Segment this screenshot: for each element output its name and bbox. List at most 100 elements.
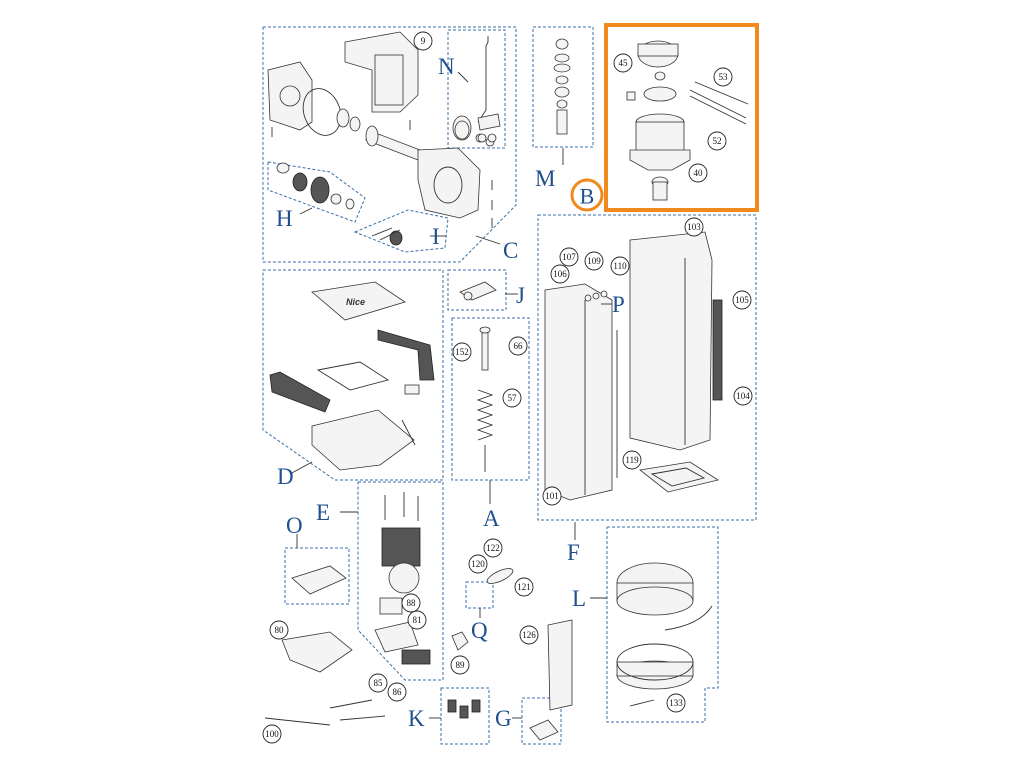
group-e-boundary <box>357 481 444 681</box>
group-d-parts: Nice <box>269 281 435 471</box>
group-letter-p: P <box>612 292 625 317</box>
callouts: 9 45 53 52 40 103 107 109 110 106 105 15… <box>262 31 753 744</box>
callout-119: 119 <box>622 450 642 470</box>
group-g-parts <box>529 719 559 741</box>
svg-text:103: 103 <box>687 222 701 232</box>
callout-80: 80 <box>269 620 289 640</box>
group-c-boundary <box>262 26 517 263</box>
group-l-parts <box>616 562 713 707</box>
callout-88: 88 <box>401 593 421 613</box>
callout-103: 103 <box>684 217 704 237</box>
cover-logo: Nice <box>346 297 365 307</box>
group-letter-d: D <box>277 464 294 489</box>
group-f-boundary <box>537 214 757 521</box>
svg-text:53: 53 <box>719 72 729 82</box>
group-l-boundary <box>606 526 719 723</box>
callout-53: 53 <box>713 67 733 87</box>
callout-121: 121 <box>514 577 534 597</box>
misc-lower-parts <box>264 568 573 726</box>
svg-text:66: 66 <box>514 341 524 351</box>
svg-text:101: 101 <box>545 491 559 501</box>
callout-106: 106 <box>550 264 570 284</box>
group-h-boundary <box>267 161 366 223</box>
group-letter-e: E <box>316 500 330 525</box>
svg-text:57: 57 <box>508 393 518 403</box>
svg-text:81: 81 <box>413 615 422 625</box>
group-letter-n: N <box>438 54 455 79</box>
svg-text:88: 88 <box>407 598 417 608</box>
group-e-parts <box>374 492 431 665</box>
callout-57: 57 <box>502 388 522 408</box>
svg-text:45: 45 <box>619 58 629 68</box>
group-a-boundary <box>451 317 530 481</box>
callout-86: 86 <box>387 682 407 702</box>
group-b-parts <box>626 40 749 201</box>
callout-100: 100 <box>262 724 282 744</box>
callout-101: 101 <box>542 486 562 506</box>
group-i-boundary <box>353 209 449 253</box>
group-m-boundary <box>532 26 594 148</box>
callout-110: 110 <box>610 256 630 276</box>
group-b-label[interactable]: B <box>570 178 604 212</box>
leader-lines <box>289 71 612 719</box>
svg-text:126: 126 <box>522 630 536 640</box>
svg-text:86: 86 <box>393 687 403 697</box>
callout-126: 126 <box>519 625 539 645</box>
svg-text:85: 85 <box>374 678 384 688</box>
callout-109: 109 <box>584 251 604 271</box>
group-letter-m: M <box>535 166 555 191</box>
svg-text:120: 120 <box>471 559 485 569</box>
group-j-boundary <box>447 269 507 311</box>
group-letter-k: K <box>408 706 425 731</box>
group-f-parts <box>544 231 723 501</box>
callout-152: 152 <box>452 342 472 362</box>
svg-text:121: 121 <box>517 582 531 592</box>
group-k-boundary <box>440 687 490 745</box>
svg-text:9: 9 <box>421 36 426 46</box>
group-letter-g: G <box>495 706 512 731</box>
group-b-letter: B <box>580 184 595 209</box>
group-letter-a: A <box>483 506 500 531</box>
callout-66: 66 <box>508 336 528 356</box>
svg-text:109: 109 <box>587 256 601 266</box>
svg-text:52: 52 <box>713 136 722 146</box>
group-letter-f: F <box>567 540 580 565</box>
callout-89: 89 <box>450 655 470 675</box>
group-letter-l: L <box>572 586 586 611</box>
callout-120: 120 <box>468 554 488 574</box>
group-letter-c: C <box>503 238 518 263</box>
callout-45: 45 <box>613 53 633 73</box>
group-d-boundary <box>262 269 444 481</box>
svg-text:80: 80 <box>275 625 285 635</box>
svg-text:89: 89 <box>456 660 466 670</box>
group-letter-h: H <box>276 206 293 231</box>
callout-104: 104 <box>733 386 753 406</box>
svg-text:100: 100 <box>265 729 279 739</box>
svg-text:122: 122 <box>486 543 500 553</box>
callout-122: 122 <box>483 538 503 558</box>
callout-52: 52 <box>707 131 727 151</box>
group-o-boundary <box>284 547 350 605</box>
callout-81: 81 <box>407 610 427 630</box>
callout-107: 107 <box>559 247 579 267</box>
callout-9: 9 <box>413 31 433 51</box>
group-b-highlight[interactable] <box>604 23 759 212</box>
svg-text:110: 110 <box>613 261 627 271</box>
callout-40: 40 <box>688 163 708 183</box>
group-letter-o: O <box>286 513 303 538</box>
svg-text:152: 152 <box>455 347 469 357</box>
svg-text:40: 40 <box>694 168 704 178</box>
group-q-boundary <box>465 581 494 609</box>
group-o-parts <box>291 565 347 595</box>
group-letter-j: J <box>516 283 525 308</box>
svg-text:133: 133 <box>669 698 683 708</box>
group-letter-q: Q <box>471 618 488 643</box>
svg-text:105: 105 <box>735 295 749 305</box>
group-letter-i: I <box>432 224 440 249</box>
group-j-parts <box>459 281 497 301</box>
svg-text:107: 107 <box>562 252 576 262</box>
group-m-parts <box>553 38 571 135</box>
callout-133: 133 <box>666 693 686 713</box>
svg-text:104: 104 <box>736 391 750 401</box>
